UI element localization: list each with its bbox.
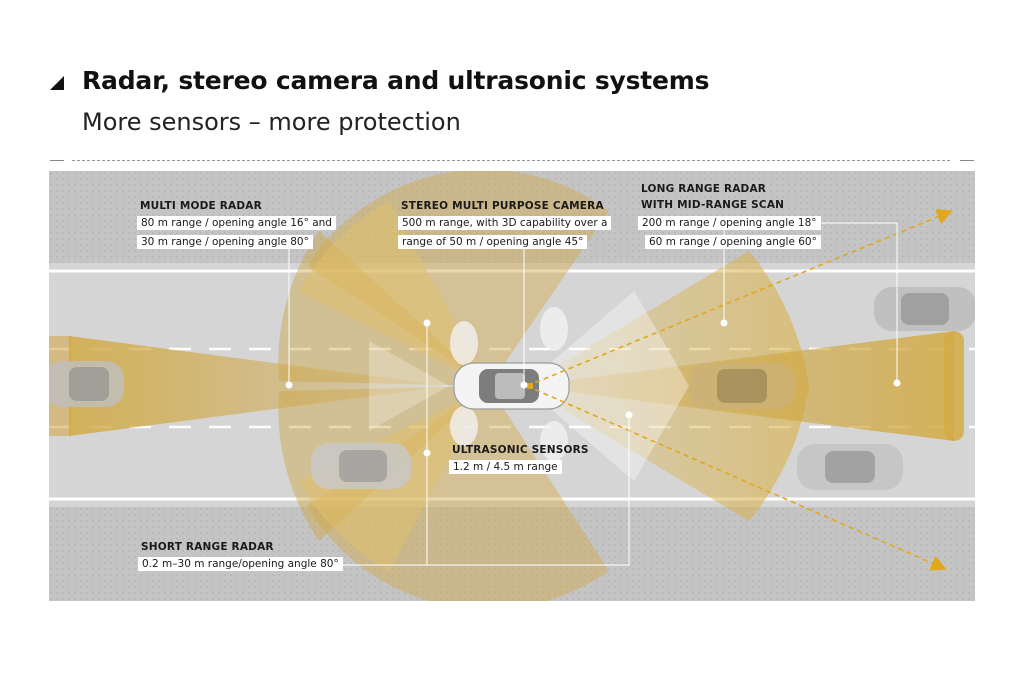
label-short-range-radar-heading: SHORT RANGE RADAR <box>141 541 274 553</box>
divider-right <box>960 160 974 161</box>
label-multi-mode-radar-line2: 30 m range / opening angle 80° <box>137 235 313 249</box>
divider-dashed <box>72 160 950 161</box>
camera-range-arrow-top <box>526 209 953 387</box>
label-ultrasonic-heading: ULTRASONIC SENSORS <box>452 444 589 456</box>
label-multi-mode-radar-line1: 80 m range / opening angle 16° and <box>137 216 336 230</box>
short-range-radar-sweep-top <box>299 201 489 386</box>
camera-sensor-icon <box>527 383 533 389</box>
car-rear-left <box>44 361 124 407</box>
label-long-range-radar-line2: 60 m range / opening angle 60° <box>645 235 821 249</box>
sensor-diagram: MULTI MODE RADAR 80 m range / opening an… <box>44 169 976 610</box>
label-mid-range-scan-heading: WITH MID-RANGE SCAN <box>641 199 785 211</box>
page-subtitle: More sensors – more protection <box>82 108 461 136</box>
label-stereo-camera-line2: range of 50 m / opening angle 45° <box>398 235 588 249</box>
car-adjacent-right-top <box>874 287 976 331</box>
page-title: Radar, stereo camera and ultrasonic syst… <box>82 66 710 95</box>
stereo-camera-cone <box>524 291 689 481</box>
leader-long-range <box>817 222 898 383</box>
label-short-range-radar-line1: 0.2 m–30 m range/opening angle 80° <box>138 557 343 571</box>
label-ultrasonic-line1: 1.2 m / 4.5 m range <box>449 460 562 474</box>
multi-mode-radar-beam <box>69 336 449 436</box>
car-ahead-center <box>689 363 795 409</box>
label-stereo-camera-line1: 500 m range, with 3D capability over a <box>398 216 612 230</box>
long-range-radar-beam-end <box>944 331 964 441</box>
label-long-range-radar-heading: LONG RANGE RADAR <box>641 183 767 195</box>
leader-lines <box>249 222 898 566</box>
ultrasonic-sensor-zone <box>540 307 568 351</box>
title-triangle-icon <box>50 76 64 90</box>
label-multi-mode-radar-heading: MULTI MODE RADAR <box>140 200 262 212</box>
divider-left <box>50 160 64 161</box>
leader-dots <box>285 319 901 457</box>
shoulder-bottom-texture <box>49 507 975 601</box>
car-adjacent-right-bottom <box>797 444 903 490</box>
camera-range-arrow-bottom <box>526 385 947 571</box>
label-long-range-radar-line1: 200 m range / opening angle 18° <box>638 216 821 230</box>
leader-short-range-b <box>249 415 630 566</box>
label-stereo-camera-heading: STEREO MULTI PURPOSE CAMERA <box>401 200 604 212</box>
car-adjacent-left <box>311 443 411 489</box>
rear-sensor-cone <box>369 341 449 431</box>
ultrasonic-sensor-zone <box>450 406 478 446</box>
ego-vehicle <box>453 362 570 410</box>
ultrasonic-sensor-zone <box>540 421 568 461</box>
ultrasonic-sensor-zone <box>450 321 478 365</box>
